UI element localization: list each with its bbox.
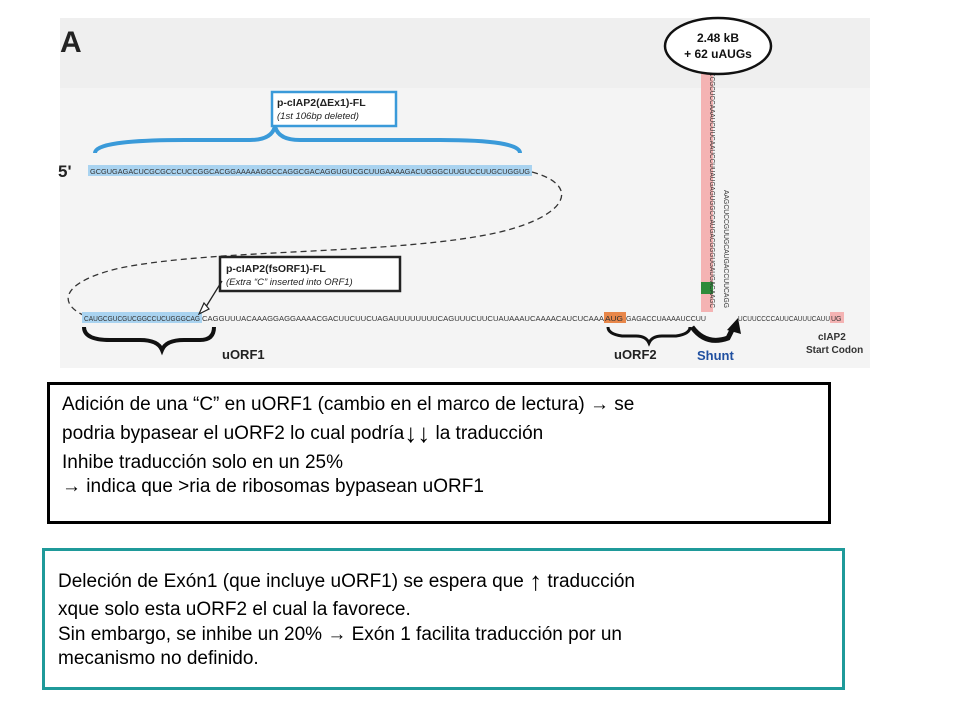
stem-green-marker xyxy=(701,282,713,294)
box2-line1: Deleción de Exón1 (que incluye uORF1) se… xyxy=(58,565,830,598)
length-oval xyxy=(663,16,773,76)
uorf1-highlight xyxy=(82,312,202,323)
start-codon-label-line1: cIAP2 xyxy=(818,332,846,343)
stem-sequence: CCGCUCCAAAUCUUCAAUCCUUAUGAGUGGCCAUGACGGG… xyxy=(708,72,715,308)
start-codon-highlight xyxy=(830,312,844,323)
box2-line3: Sin embargo, se inhibe un 20% → Exón 1 f… xyxy=(58,623,830,647)
mrna-diagram: A 5' GCGUGAGACUCGCGCCCUCCGGCACGGAAAAAGGC… xyxy=(58,16,870,368)
uorf1-sequence: CAUGCGUCGUCGGCCUCUGGGCAG xyxy=(84,316,200,323)
post-shunt-sequence: UCUUCCCCAUUCAUUUCAUU xyxy=(738,316,830,323)
shunt-arrow xyxy=(689,324,737,343)
box2-line2: xque solo esta uORF2 el cual la favorece… xyxy=(58,599,411,621)
frameshift-pointer-head xyxy=(197,301,210,316)
box1-line2: podria bypasear el uORF2 lo cual podría↓… xyxy=(62,417,816,450)
deletion-label-note: (1st 106bp deleted) xyxy=(277,111,359,122)
box2-line1-end: traducción xyxy=(542,571,636,592)
right-arrow-icon: → xyxy=(327,623,347,645)
start-codon-sequence: UG xyxy=(831,316,842,323)
uorf2-label: uORF2 xyxy=(614,347,657,362)
box1-line4-text: indica que >ria de ribosomas bypasean uO… xyxy=(81,475,484,497)
oval-uaug-text: + 62 uAUGs xyxy=(684,47,752,61)
frameshift-label-box xyxy=(218,255,402,293)
up-arrow-icon: ↑ xyxy=(529,566,543,596)
uorf2-brace xyxy=(606,326,692,347)
uorf2-highlight xyxy=(604,312,626,323)
panel-letter: A xyxy=(60,26,82,59)
uorf1-brace xyxy=(82,326,216,356)
uorf1-label: uORF1 xyxy=(222,347,265,362)
box1-line2-end: la traducción xyxy=(430,423,544,445)
deletion-label-title: p-cIAP2(ΔEx1)-FL xyxy=(277,97,366,109)
box1-line3: Inhibe traducción solo en un 25% xyxy=(62,451,343,473)
shunt-arrow-head xyxy=(727,318,741,334)
right-arrow-icon: → xyxy=(62,475,81,497)
box2-line3-end: Exón 1 facilita traducción por un xyxy=(346,623,623,645)
box1-line2-text: podria bypasear el uORF2 lo cual podría xyxy=(62,423,405,445)
stem-right-sequence: AAGCUCCGUUGCAUGACCUUCAGG xyxy=(722,190,729,308)
stem-highlight xyxy=(701,66,713,312)
box1-line1-end: se xyxy=(609,394,635,415)
right-arrow-icon: → xyxy=(590,394,610,415)
shunt-label: Shunt xyxy=(697,348,734,363)
box1-line1-text: Adición de una “C” en uORF1 (cambio en e… xyxy=(62,394,591,415)
middle-sequence: CAGGUUUACAAAGGAGGAAAACGACUUCUUCUAGAUUUUU… xyxy=(202,316,604,323)
oval-length-text: 2.48 kB xyxy=(697,31,739,45)
box2-line3-text: Sin embargo, se inhibe un 20% xyxy=(58,623,328,645)
start-codon-label-line2: Start Codon xyxy=(806,345,863,356)
dashed-connector xyxy=(67,171,563,319)
deletion-label-box xyxy=(270,90,398,128)
top-sequence-highlight xyxy=(88,165,532,176)
double-down-arrow-icon: ↓↓ xyxy=(404,418,431,449)
uorf2-start-codon: AUG xyxy=(605,316,623,323)
frameshift-pointer xyxy=(203,280,223,311)
deletion-explanation-box: Deleción de Exón1 (que incluye uORF1) se… xyxy=(42,548,845,690)
frameshift-label-note: (Extra “C” inserted into ORF1) xyxy=(226,277,353,288)
pre-shunt-sequence: GAGACCUAAAAUCCUU xyxy=(626,316,706,323)
box2-line4: mecanismo no definido. xyxy=(58,647,259,669)
five-prime-label: 5' xyxy=(58,162,72,181)
frameshift-label-title: p-cIAP2(fsORF1)-FL xyxy=(226,263,326,275)
box2-line1-text: Deleción de Exón1 (que incluye uORF1) se… xyxy=(58,571,530,592)
box1-line1: Adición de una “C” en uORF1 (cambio en e… xyxy=(62,393,816,417)
frameshift-explanation-box: Adición de una “C” en uORF1 (cambio en e… xyxy=(47,382,831,524)
box1-line4: → indica que >ria de ribosomas bypasean … xyxy=(62,475,816,499)
top-sequence: GCGUGAGACUCGCGCCCUCCGGCACGGAAAAAGGCCAGGC… xyxy=(90,169,530,176)
